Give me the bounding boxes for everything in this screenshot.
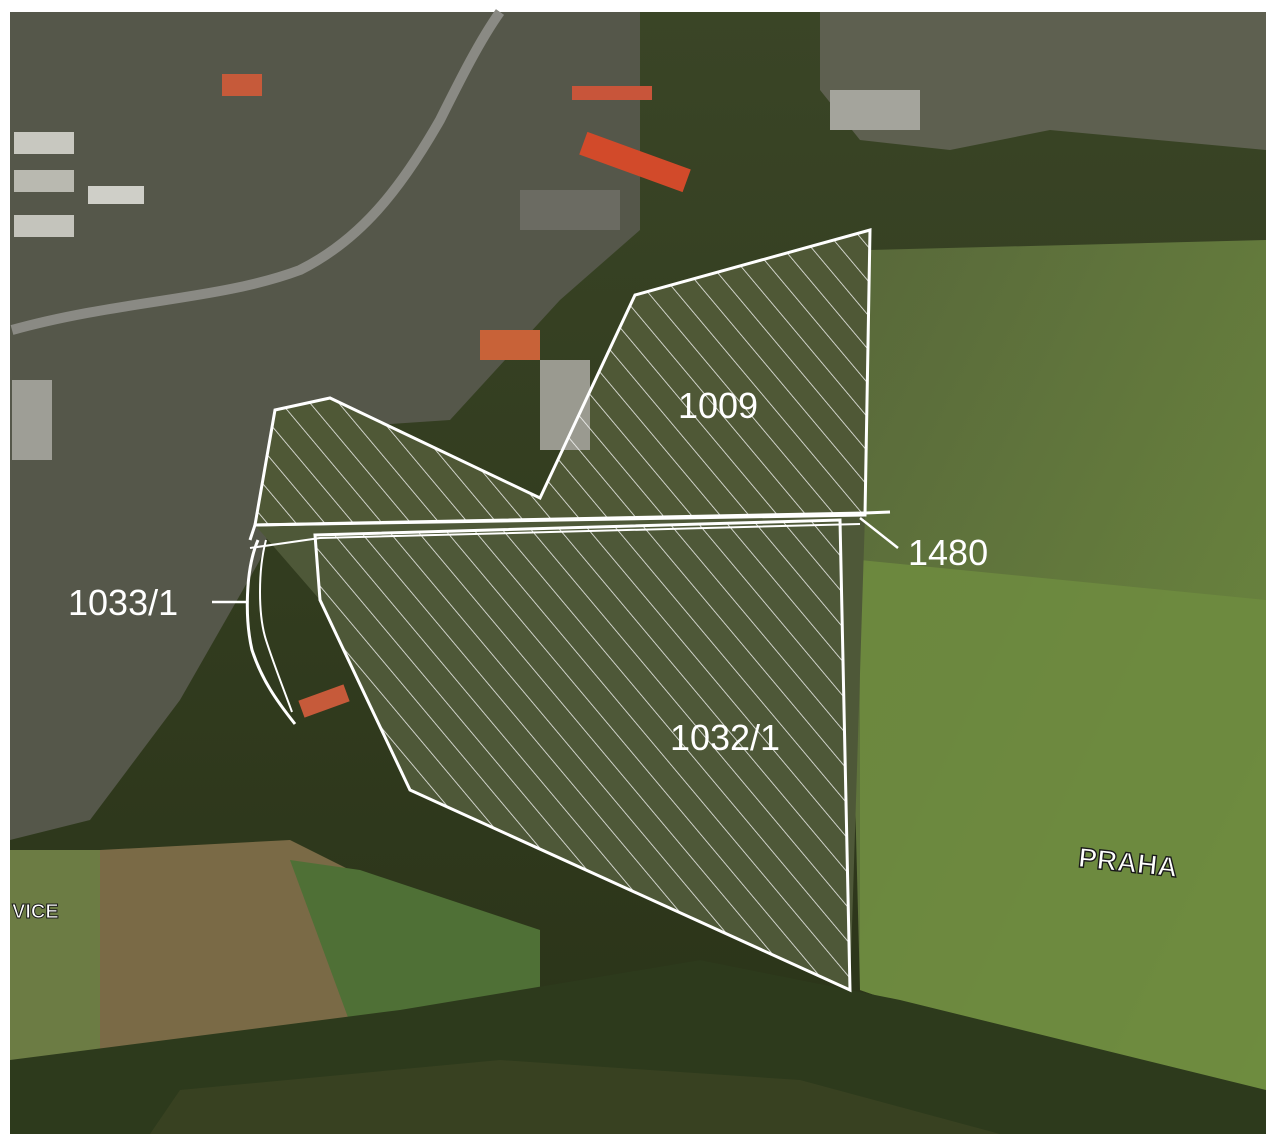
place-label-left-edge: VICE (12, 901, 59, 923)
parcel-1033-1[interactable]: 1033/1 (68, 539, 297, 725)
parcel-1480[interactable]: 1480 (248, 510, 988, 573)
parcel-1009-label: 1009 (678, 385, 758, 426)
parcel-1033-1-label: 1033/1 (68, 582, 178, 623)
parcel-1032-1[interactable]: 1032/1 (313, 518, 852, 993)
parcel-1032-1-label: 1032/1 (670, 717, 780, 758)
parcel-1480-label: 1480 (908, 532, 988, 573)
